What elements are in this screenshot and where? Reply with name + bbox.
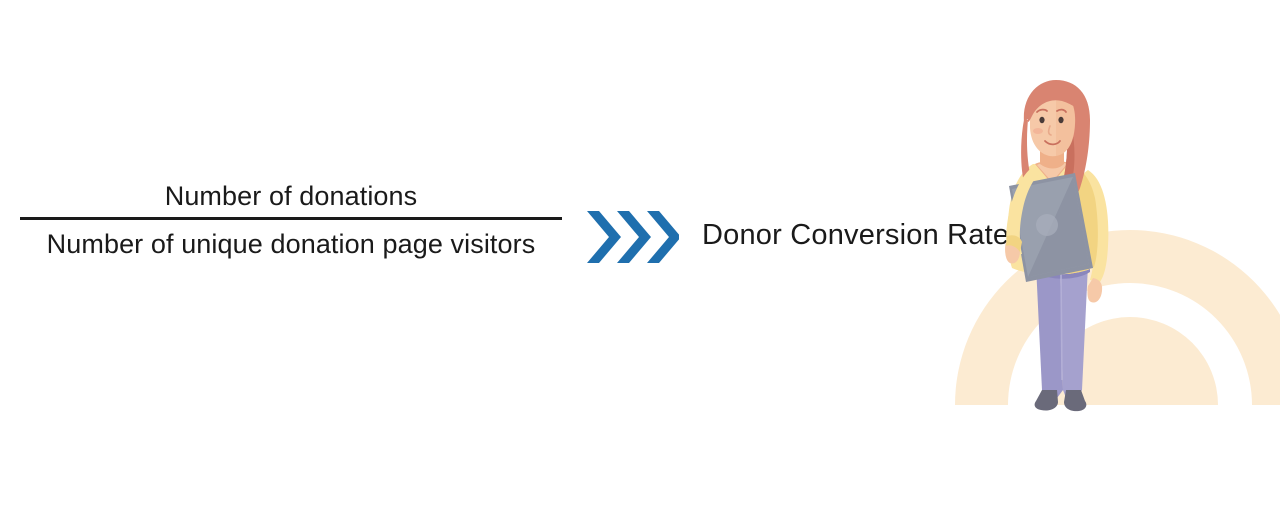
conversion-rate-formula: Number of donations Number of unique don…	[20, 182, 562, 259]
fraction-bar	[20, 217, 562, 221]
woman-holding-tablet-illustration	[930, 60, 1280, 440]
formula-numerator: Number of donations	[164, 181, 418, 211]
background-arcs	[955, 230, 1280, 405]
tablet-device	[1009, 173, 1093, 282]
triple-chevron-right-icon	[587, 211, 681, 263]
formula-denominator: Number of unique donation page visitors	[46, 229, 536, 260]
result-label: Donor Conversion Rate	[702, 219, 1010, 251]
woman-figure	[1005, 80, 1109, 412]
